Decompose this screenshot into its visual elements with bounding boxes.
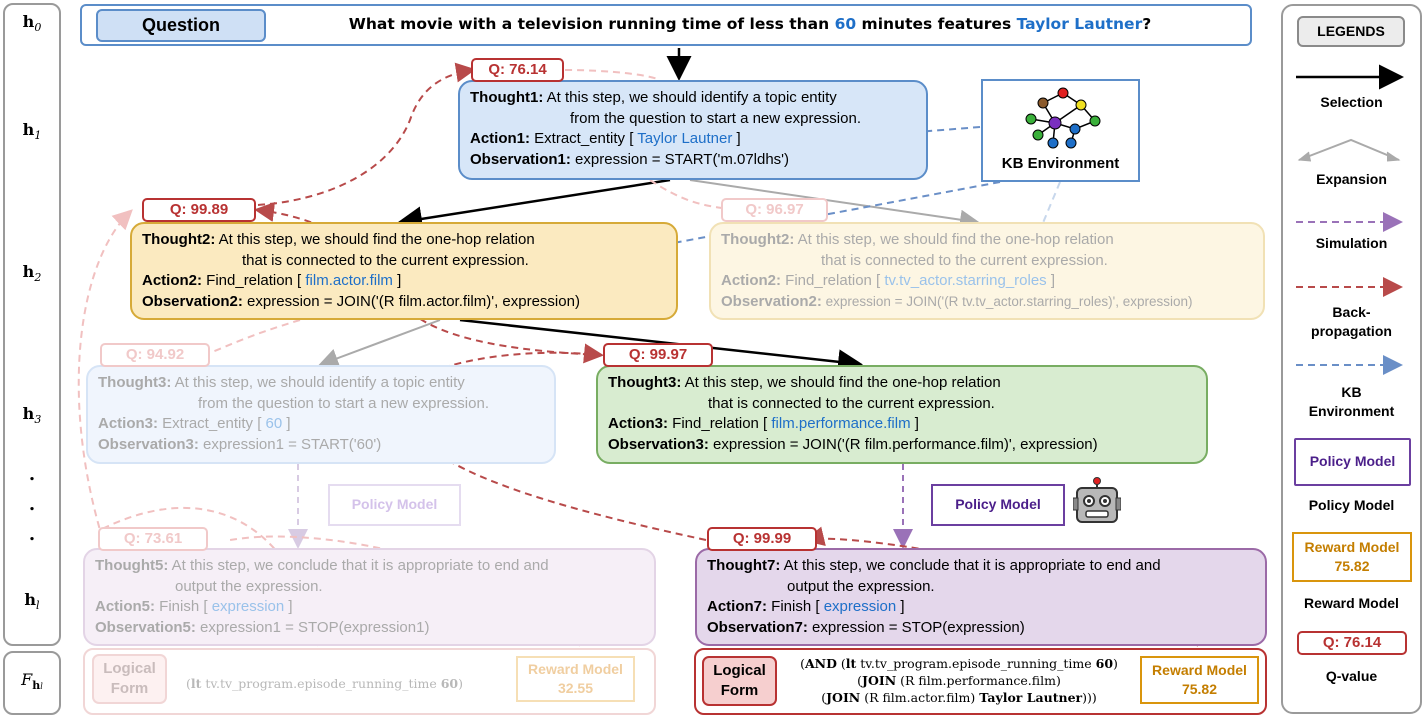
kb-environment-box: KB Environment xyxy=(981,79,1140,182)
expansion-arrow xyxy=(689,179,980,230)
kb-environment-label: KB Environment xyxy=(1001,155,1120,172)
legend-title: LEGENDS xyxy=(1297,16,1405,47)
logical-form-panel-faded xyxy=(83,648,656,715)
selection-arrow xyxy=(459,318,863,375)
kb-arrow-faded xyxy=(1039,181,1061,231)
question-text: What movie with a television running tim… xyxy=(348,15,1152,33)
legend-symbols xyxy=(1296,64,1404,375)
legend-panel xyxy=(1281,4,1422,714)
legend-reward-label: Reward Model xyxy=(1304,595,1399,611)
row-dot: . xyxy=(28,464,36,485)
logical-form-expression: (AND (lt tv.tv_program.episode_running_t… xyxy=(800,656,1118,705)
reasoning-node-2-selected: Thought2: At this step, we should find t… xyxy=(130,222,678,320)
backprop-arrow-faded xyxy=(564,69,661,81)
q-value-badge: Q: 76.14 xyxy=(471,58,564,82)
logical-form-panel xyxy=(694,648,1267,715)
reasoning-node-7-selected: Thought7: At this step, we conclude that… xyxy=(695,548,1267,646)
row-dot: . xyxy=(28,524,36,545)
legend-q-box: Q: 76.14 xyxy=(1297,631,1407,655)
q-value-badge: Q: 94.92 xyxy=(100,343,210,367)
reasoning-node-3-selected: Thought3: At this step, we should find t… xyxy=(596,365,1208,464)
legend-backprop-label: Back-propagation xyxy=(1311,304,1392,339)
reasoning-node-3-alternative: Thought3: At this step, we should identi… xyxy=(86,365,556,464)
backprop-arrow-faded xyxy=(649,179,723,209)
logical-form-expression-faded: (lt tv.tv_program.episode_running_time 6… xyxy=(186,676,464,691)
row-dot: . xyxy=(28,494,36,515)
selection-arrow xyxy=(397,178,671,232)
kb-arrow xyxy=(461,181,1001,289)
backprop-arrow xyxy=(257,62,476,206)
legend-simulation-label: Simulation xyxy=(1315,235,1388,251)
legend-q-label: Q-value xyxy=(1325,668,1378,684)
legend-expansion-label: Expansion xyxy=(1316,171,1387,187)
reasoning-node-5-alternative: Thought5: At this step, we conclude that… xyxy=(83,548,656,646)
legend-policy-label: Policy Model xyxy=(1308,497,1395,513)
legend-policy-box: Policy Model xyxy=(1294,438,1411,486)
row-label-h1: h1 xyxy=(22,120,42,143)
row-label-h2: h2 xyxy=(22,262,42,285)
row-label-h0: h0 xyxy=(22,12,42,35)
policy-model-box-faded: Policy Model xyxy=(328,484,461,526)
row-label-h3: h3 xyxy=(22,404,42,427)
legend-selection-label: Selection xyxy=(1320,94,1383,110)
q-value-badge: Q: 99.97 xyxy=(603,343,713,367)
reasoning-node-1: Thought1: At this step, we should identi… xyxy=(458,80,928,180)
legend-expansion-arrow xyxy=(1298,138,1400,161)
row-label-final: Fhl xyxy=(21,670,43,693)
final-row-label-column xyxy=(3,651,61,715)
expansion-arrow xyxy=(318,319,441,368)
q-value-badge: Q: 73.61 xyxy=(98,527,208,551)
question-label: Question xyxy=(96,9,266,42)
q-value-badge: Q: 99.89 xyxy=(142,198,256,222)
question-bar xyxy=(80,4,1252,46)
q-value-badge: Q: 96.97 xyxy=(721,198,828,222)
backprop-arrow-faded xyxy=(211,319,301,353)
robot-icon xyxy=(1073,477,1121,523)
policy-model-box: Policy Model xyxy=(931,484,1065,526)
q-value-badge: Q: 99.99 xyxy=(707,527,817,551)
row-label-column xyxy=(3,3,61,646)
reasoning-node-2-alternative: Thought2: At this step, we should find t… xyxy=(709,222,1265,320)
row-label-hl: hl xyxy=(24,590,40,613)
graph-icon xyxy=(1025,87,1101,149)
